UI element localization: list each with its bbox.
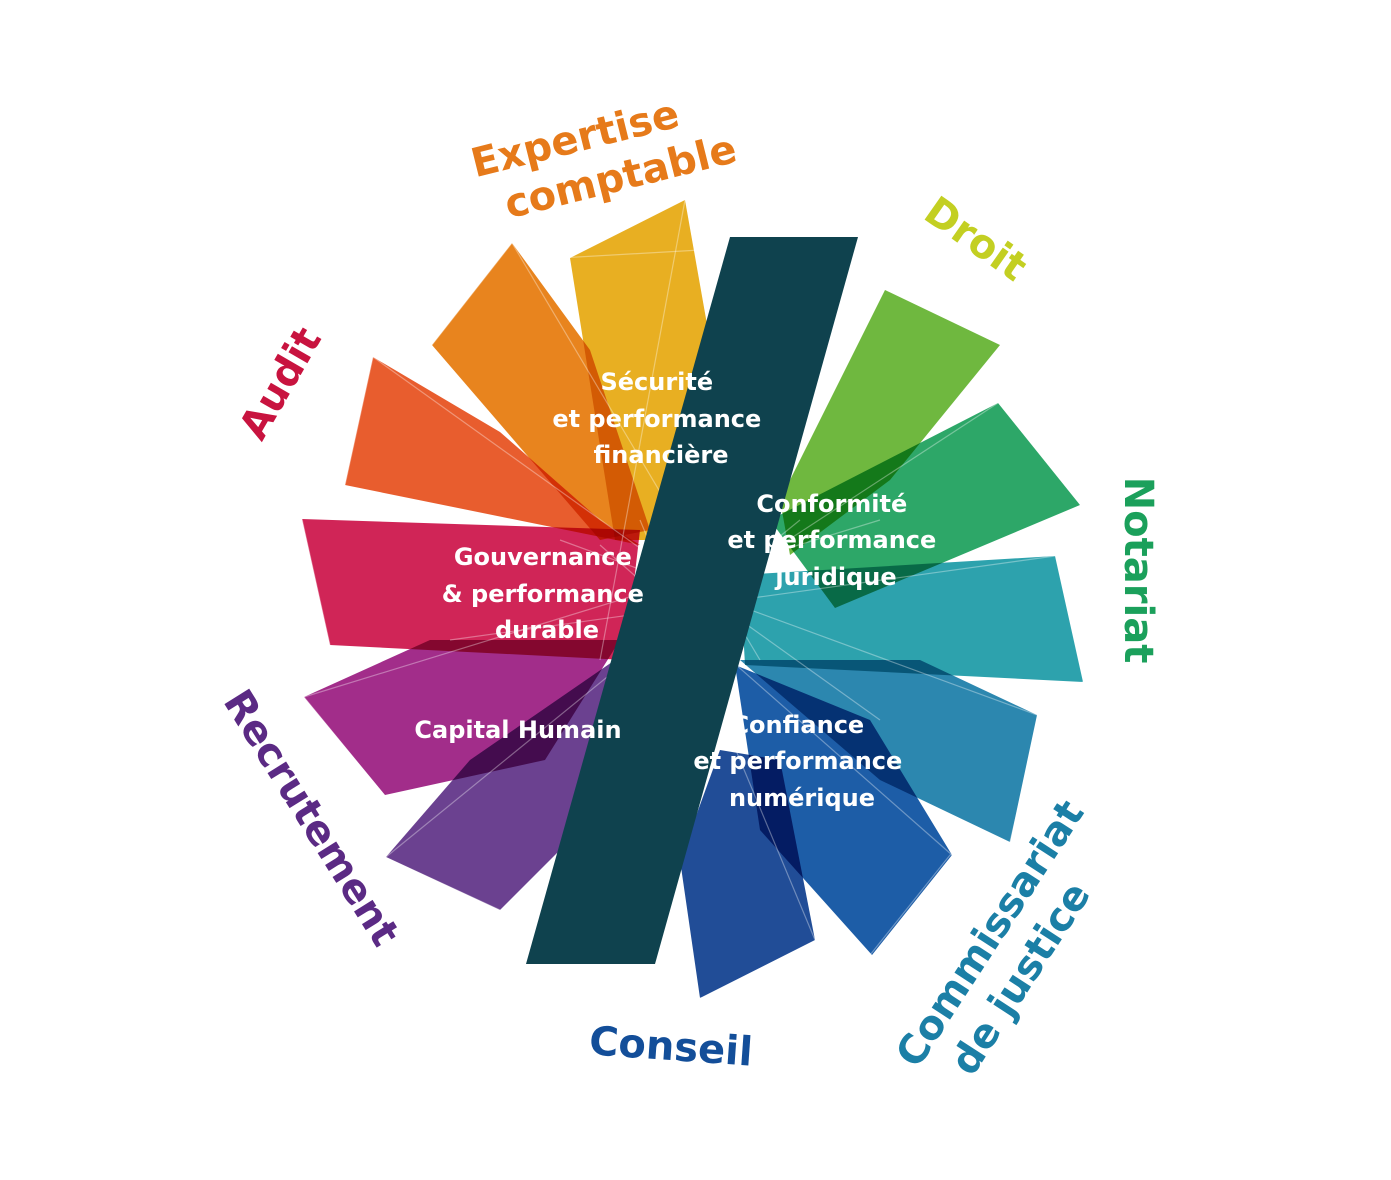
label-expertise-comptable: Expertise comptable: [466, 80, 741, 234]
pillar-conformite: Conformité et performance juridique: [727, 490, 944, 591]
petal-lime: [780, 290, 1000, 555]
label-notariat: Notariat: [1115, 477, 1161, 664]
petal-crimson: [302, 519, 640, 660]
pillar-gouvernance: Gouvernance & performance durable: [442, 543, 653, 644]
petal-red-orange: [345, 357, 640, 545]
petals-group: [302, 200, 1083, 998]
label-conseil: Conseil: [588, 1018, 754, 1075]
label-droit: Droit: [916, 188, 1035, 291]
petal-light-green: [770, 403, 1080, 608]
petal-orange: [432, 243, 650, 540]
pillar-capital-humain: Capital Humain: [414, 716, 621, 744]
petal-teal-blue: [735, 665, 952, 955]
pillar-securite: Sécurité et performance financière: [552, 368, 769, 469]
petal-teal: [740, 660, 1037, 842]
central-slash: [526, 237, 858, 964]
pillar-confiance: Confiance et performance numérique: [693, 711, 910, 812]
label-audit: Audit: [231, 320, 331, 448]
petal-purple: [386, 660, 615, 910]
